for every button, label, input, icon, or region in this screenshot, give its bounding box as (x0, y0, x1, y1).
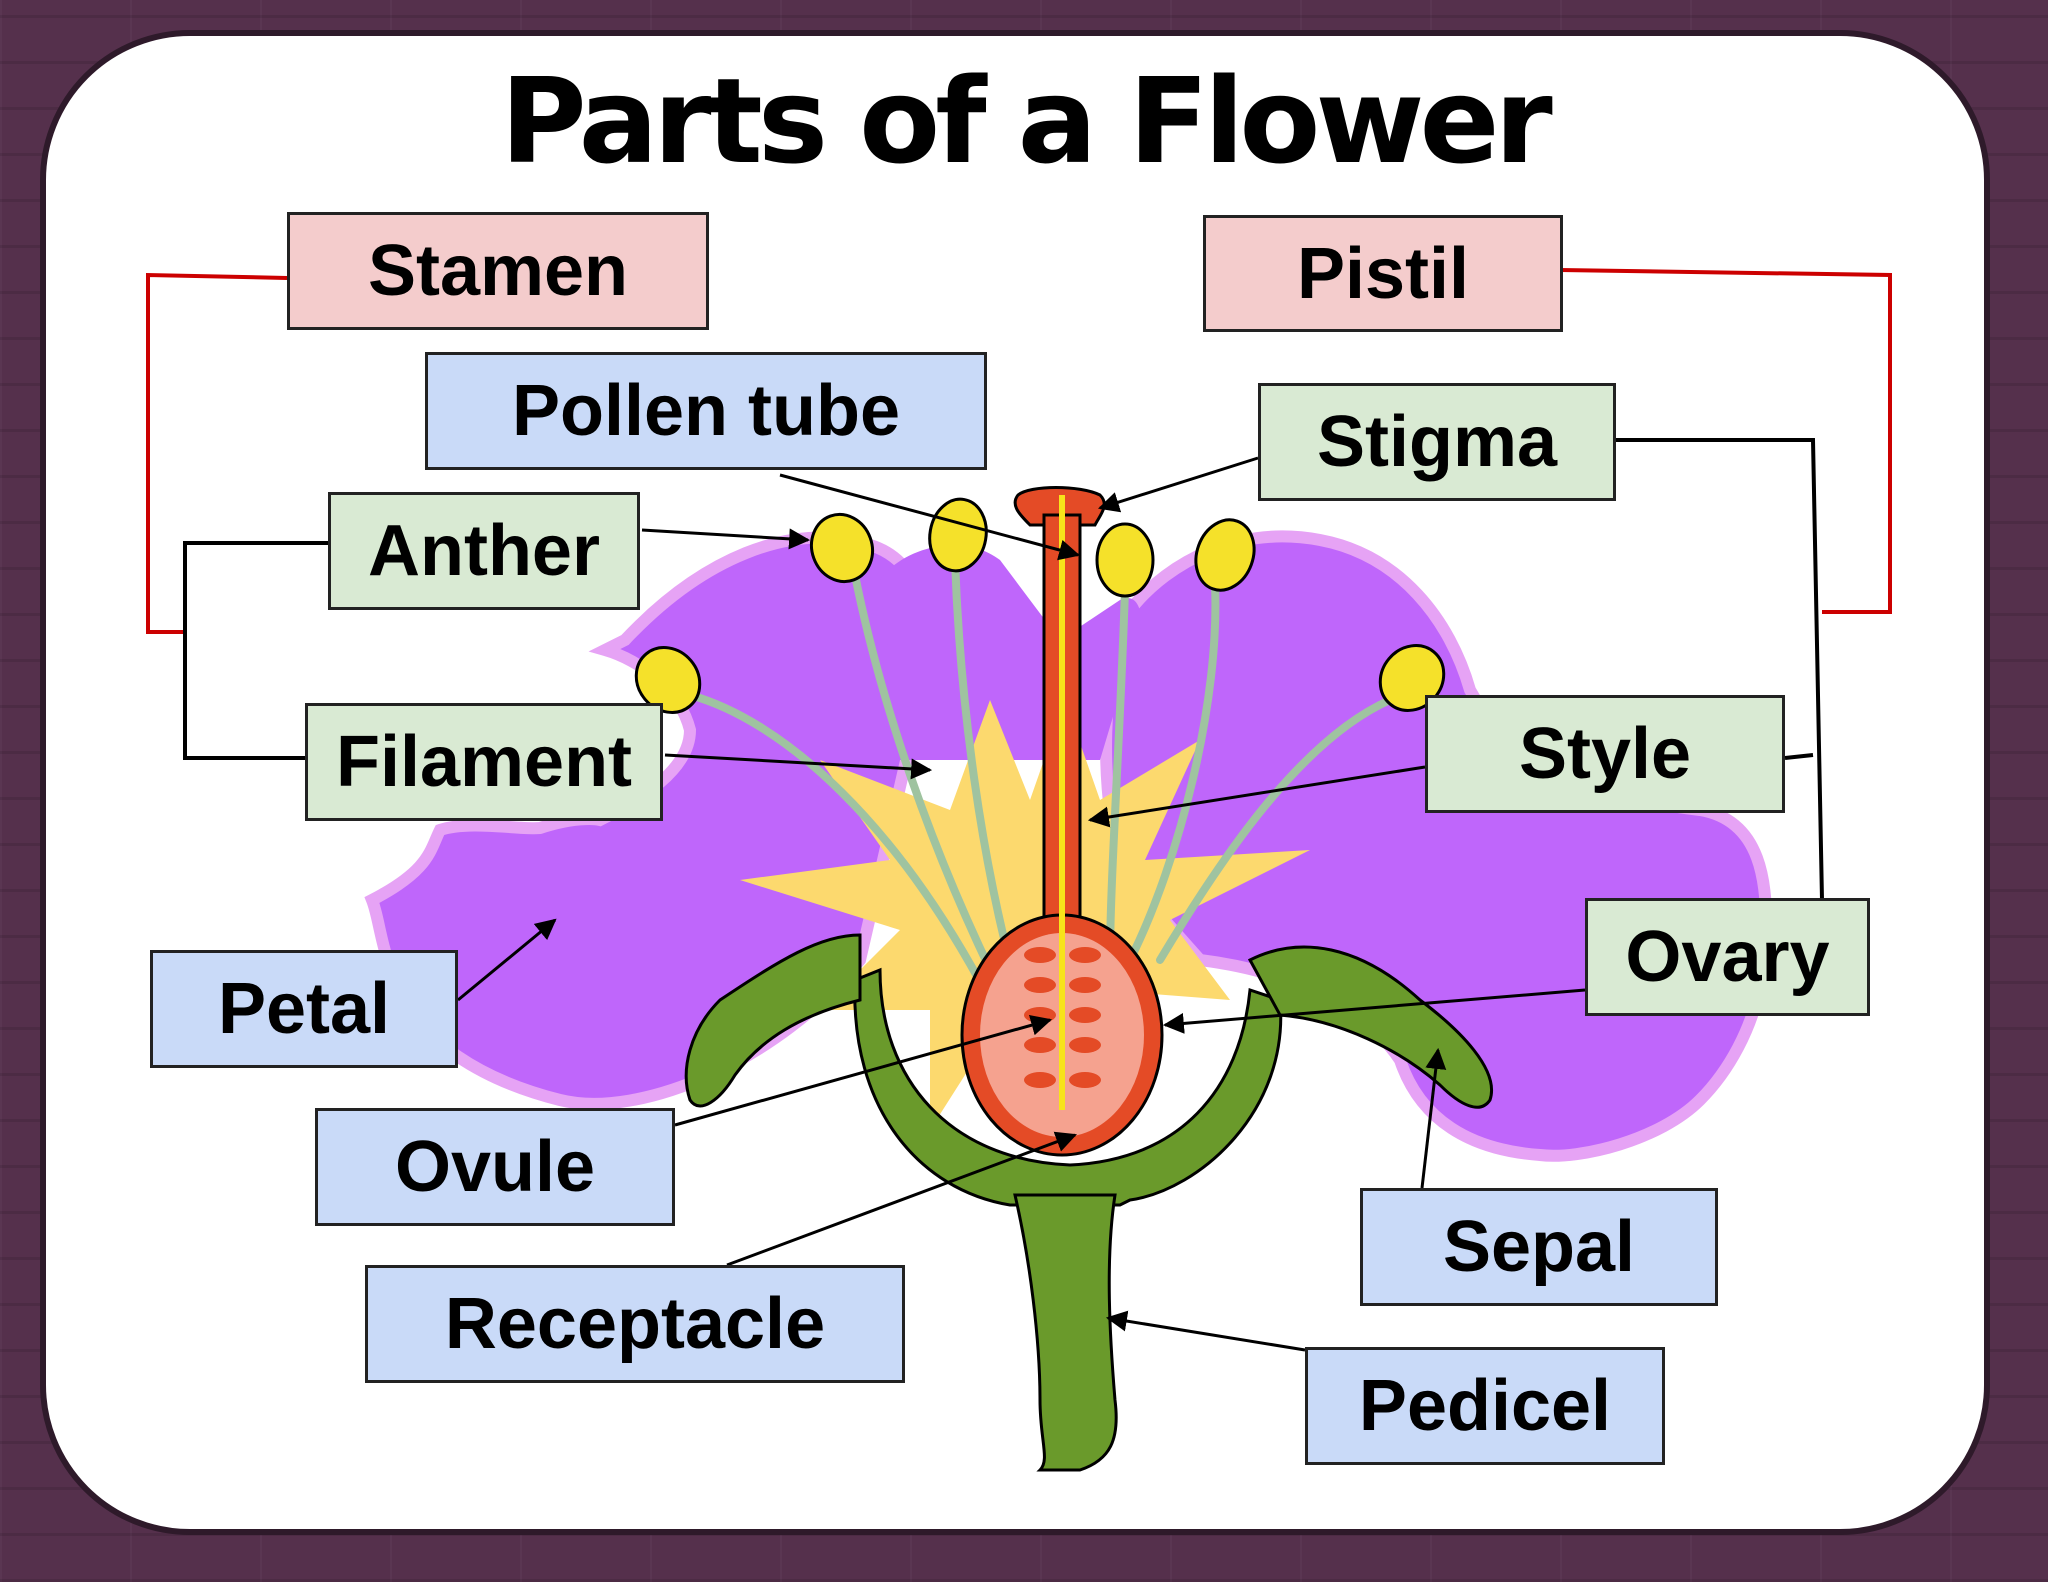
ovules (1024, 947, 1101, 1088)
anthers (634, 497, 1446, 714)
filaments (686, 556, 1394, 1024)
label-filament: Filament (305, 703, 663, 821)
label-pedicel: Pedicel (1305, 1347, 1665, 1465)
pointer-lines (457, 456, 1586, 1352)
label-stamen: Stamen (287, 212, 709, 330)
label-pistil: Pistil (1203, 215, 1563, 332)
label-sepal: Sepal (1360, 1188, 1718, 1306)
label-anther: Anther (328, 492, 640, 610)
pistil (960, 486, 1164, 1157)
left-sepal (684, 933, 862, 1108)
label-petal: Petal (150, 950, 458, 1068)
group-brackets (146, 268, 1892, 634)
label-receptacle: Receptacle (365, 1265, 905, 1383)
pedicel-stem (1013, 1193, 1118, 1472)
label-ovary: Ovary (1585, 898, 1870, 1016)
subgroup-lines (183, 438, 1824, 901)
label-ovule: Ovule (315, 1108, 675, 1226)
label-stigma: Stigma (1258, 383, 1616, 501)
label-pollen-tube: Pollen tube (425, 352, 987, 470)
label-style: Style (1425, 695, 1785, 813)
diagram-title: Parts of a Flower (500, 52, 1552, 190)
